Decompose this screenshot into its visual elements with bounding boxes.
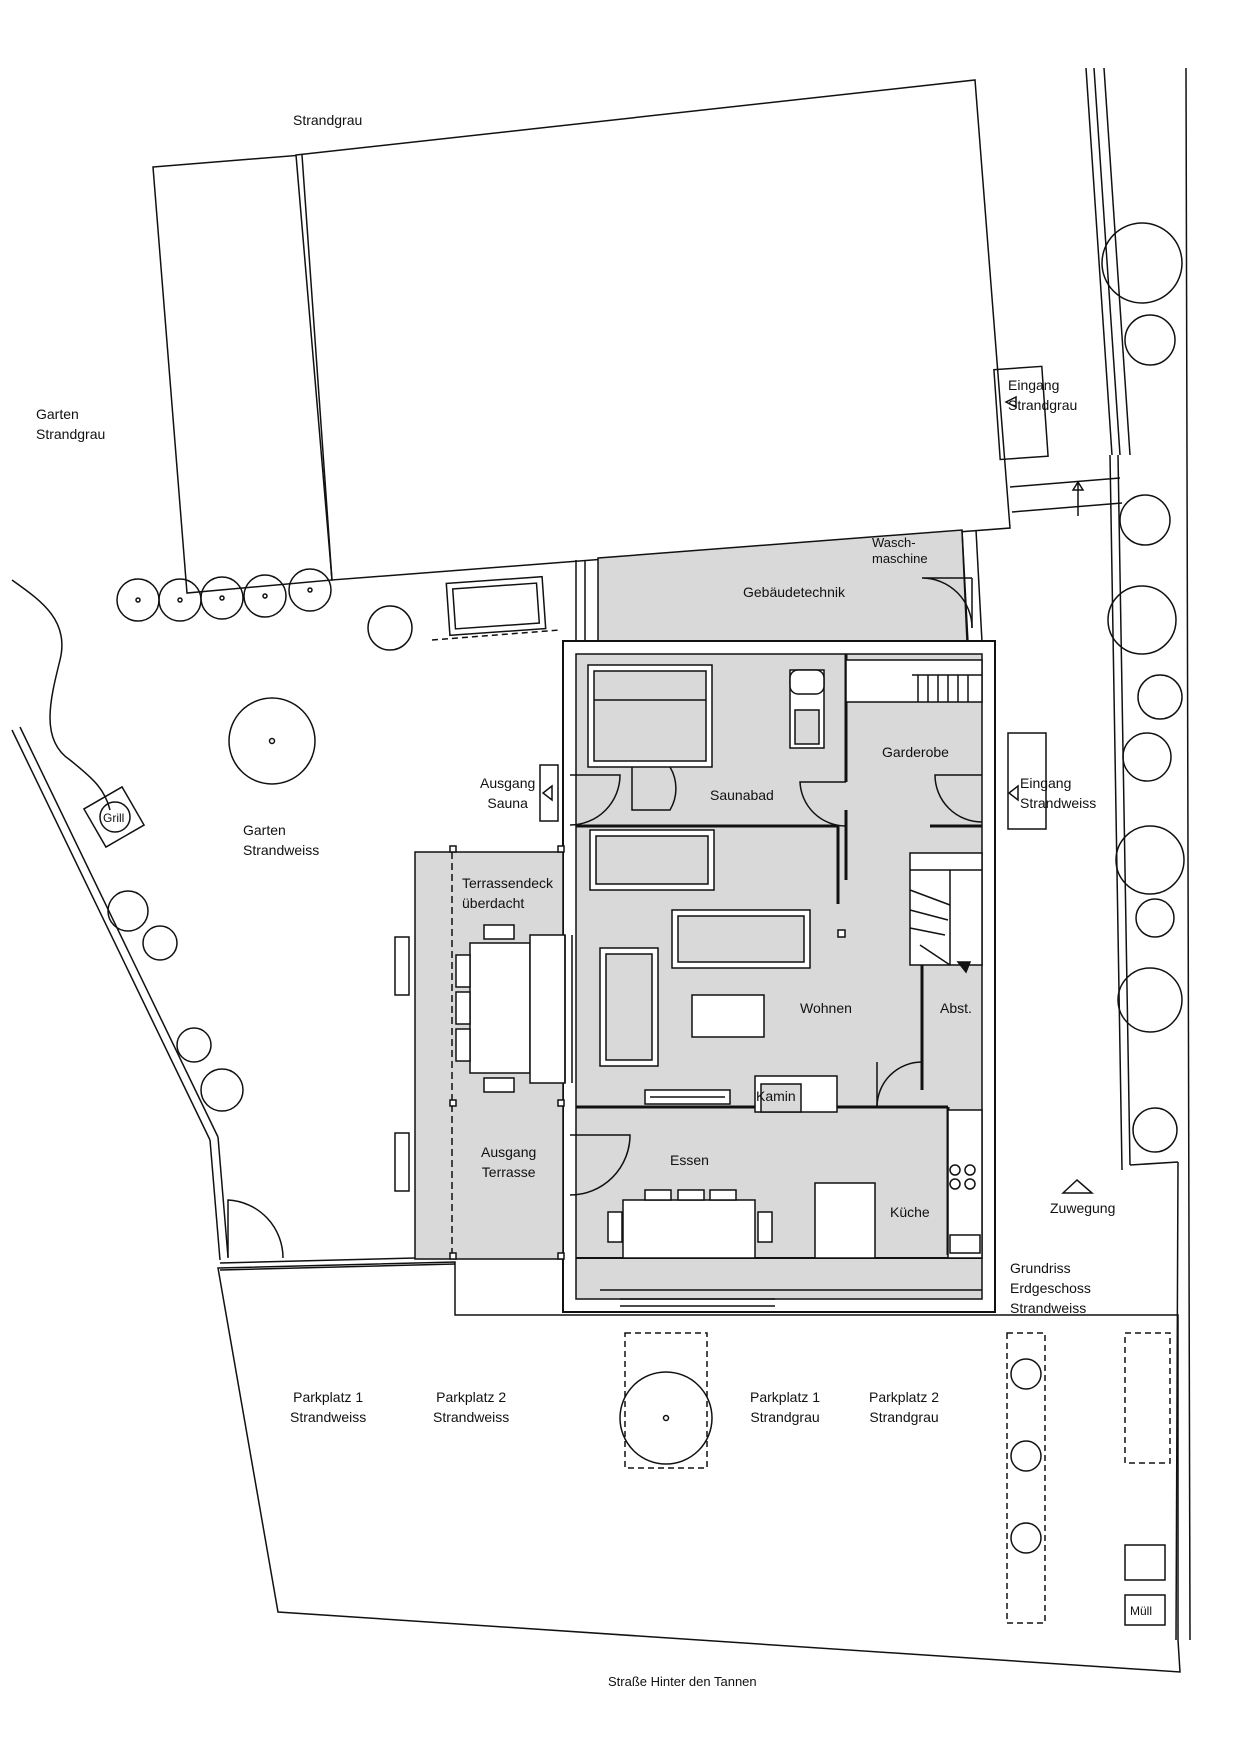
label-muell: Müll bbox=[1130, 1604, 1153, 1618]
label-line: Ausgang bbox=[480, 775, 536, 791]
label-saunabad: Saunabad bbox=[710, 787, 774, 803]
label-line: Terrasse bbox=[481, 1164, 536, 1180]
label-line: Garten bbox=[243, 822, 286, 838]
label-kueche: Küche bbox=[890, 1204, 930, 1220]
label-waschmaschine: Wasch- maschine bbox=[872, 535, 928, 567]
label-parking-1-strandgrau: Parkplatz 1 Strandgrau bbox=[750, 1387, 820, 1427]
label-line: Parkplatz 1 bbox=[750, 1389, 821, 1405]
label-terrace: Terrassendeck überdacht bbox=[462, 873, 553, 913]
label-line: überdacht bbox=[462, 895, 525, 911]
label-line: maschine bbox=[872, 551, 928, 566]
garden-boundary bbox=[11, 568, 561, 1271]
label-line: Parkplatz 1 bbox=[293, 1389, 364, 1405]
label-line: Grundriss bbox=[1010, 1260, 1071, 1276]
label-wohnen: Wohnen bbox=[800, 1000, 852, 1016]
label-line: Parkplatz 2 bbox=[869, 1389, 940, 1405]
label-line: Strandgrau bbox=[750, 1409, 820, 1425]
label-kamin: Kamin bbox=[756, 1088, 796, 1104]
label-parking-2-strandgrau: Parkplatz 2 Strandgrau bbox=[869, 1387, 939, 1427]
label-neighbor-strandgrau: Strandgrau bbox=[293, 112, 363, 128]
label-line: Parkplatz 2 bbox=[436, 1389, 507, 1405]
label-line: Erdgeschoss bbox=[1010, 1280, 1091, 1296]
label-garden-strandweiss: Garten Strandweiss bbox=[243, 820, 319, 860]
label-parking-1-strandweiss: Parkplatz 1 Strandweiss bbox=[290, 1387, 366, 1427]
label-grill: Grill bbox=[103, 811, 125, 825]
label-line: Strandgrau bbox=[1008, 397, 1078, 413]
label-line: Wasch- bbox=[872, 535, 916, 550]
label-line: Strandweiss bbox=[243, 842, 320, 858]
label-line: Strandweiss bbox=[433, 1409, 510, 1425]
label-entrance-strandweiss: Eingang Strandweiss bbox=[1020, 773, 1096, 813]
label-entrance-strandgrau: Eingang Strandgrau bbox=[1008, 375, 1077, 415]
parking-area bbox=[217, 1178, 1181, 1673]
label-line: Eingang bbox=[1020, 775, 1072, 791]
label-line: Ausgang bbox=[481, 1144, 537, 1160]
label-garderobe: Garderobe bbox=[882, 744, 949, 760]
label-parking-2-strandweiss: Parkplatz 2 Strandweiss bbox=[433, 1387, 509, 1427]
label-line: Terrassendeck bbox=[462, 875, 554, 891]
label-zuwegung: Zuwegung bbox=[1050, 1200, 1116, 1216]
label-line: Strandgrau bbox=[36, 426, 106, 442]
label-line: Sauna bbox=[487, 795, 528, 811]
right-boundary bbox=[1085, 67, 1191, 1641]
plan-title: Grundriss Erdgeschoss Strandweiss bbox=[1010, 1258, 1091, 1318]
label-line: Strandgrau bbox=[869, 1409, 939, 1425]
label-abst: Abst. bbox=[940, 1000, 972, 1016]
label-essen: Essen bbox=[670, 1152, 709, 1168]
house-walls bbox=[539, 640, 1047, 1313]
label-line: Strandweiss bbox=[1010, 1300, 1087, 1316]
label-line: Strandweiss bbox=[290, 1409, 367, 1425]
label-line: Strandweiss bbox=[1020, 795, 1097, 811]
label-garden-strandgrau: Garten Strandgrau bbox=[36, 404, 105, 444]
label-exit-terrace: Ausgang Terrasse bbox=[481, 1142, 536, 1182]
neighbor-house-strandgrau bbox=[152, 79, 1123, 594]
label-line: Garten bbox=[36, 406, 79, 422]
label-exit-sauna: Ausgang Sauna bbox=[480, 773, 535, 813]
terrace bbox=[394, 845, 573, 1260]
label-gebaeudetechnik: Gebäudetechnik bbox=[743, 584, 845, 600]
label-line: Eingang bbox=[1008, 377, 1060, 393]
label-street: Straße Hinter den Tannen bbox=[608, 1674, 757, 1689]
